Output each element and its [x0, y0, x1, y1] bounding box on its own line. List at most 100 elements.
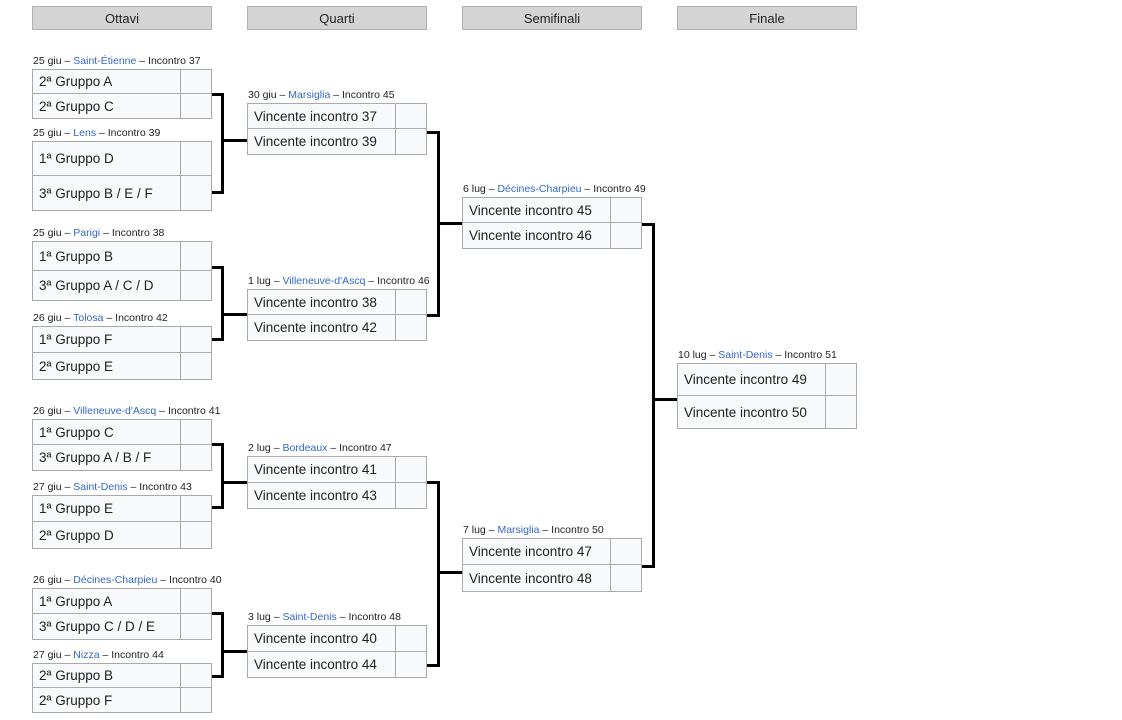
team-name: 2ª Gruppo F	[33, 688, 181, 712]
match-date: 3 lug	[248, 611, 271, 623]
match-box: 1ª Gruppo C 3ª Gruppo A / B / F	[32, 419, 212, 471]
match-42[interactable]: 26 giu – Tolosa – Incontro 42 1ª Gruppo …	[32, 312, 212, 380]
connector-horizontal	[209, 675, 224, 678]
match-number: Incontro 39	[107, 127, 161, 139]
team-name: 3ª Gruppo B / E / F	[33, 176, 181, 210]
team-score	[181, 664, 211, 687]
team-name: 1ª Gruppo A	[33, 589, 181, 613]
match-venue-link[interactable]: Parigi	[73, 227, 101, 239]
team-name: Vincente incontro 49	[678, 364, 826, 395]
round-header-quarti: Quarti	[247, 6, 427, 30]
team-score	[181, 420, 211, 444]
round-header-label: Semifinali	[523, 10, 581, 26]
connector-horizontal	[424, 481, 440, 484]
team-name: Vincente incontro 42	[248, 315, 396, 340]
round-header-label: Quarti	[319, 10, 355, 26]
team-score	[181, 496, 211, 521]
match-number: Incontro 41	[167, 405, 221, 417]
match-48[interactable]: 3 lug – Saint-Denis – Incontro 48 Vincen…	[247, 611, 427, 678]
label-separator: –	[99, 127, 105, 139]
label-separator: –	[64, 227, 71, 239]
match-venue-link[interactable]: Nizza	[73, 649, 100, 661]
team-score	[396, 626, 426, 651]
team-score	[396, 104, 426, 128]
match-label: 10 lug – Saint-Denis – Incontro 51	[678, 349, 888, 362]
label-separator: –	[64, 649, 71, 661]
match-venue-link[interactable]: Saint-Denis	[73, 481, 128, 493]
match-46[interactable]: 1 lug – Villeneuve-d'Ascq – Incontro 46 …	[247, 275, 430, 341]
match-label: 25 giu – Parigi – Incontro 38	[33, 227, 243, 240]
label-separator: –	[64, 55, 71, 67]
team-name: 2ª Gruppo D	[33, 522, 181, 548]
match-number: Incontro 49	[593, 183, 646, 195]
match-venue-link[interactable]: Saint-Denis	[718, 349, 773, 361]
match-venue-link[interactable]: Saint-Étienne	[73, 55, 137, 67]
team-row: 2ª Gruppo D	[33, 522, 211, 548]
team-row: Vincente incontro 40	[248, 626, 426, 652]
match-38[interactable]: 25 giu – Parigi – Incontro 38 1ª Gruppo …	[32, 227, 212, 301]
match-47[interactable]: 2 lug – Bordeaux – Incontro 47 Vincente …	[247, 442, 427, 509]
label-separator: –	[333, 89, 340, 101]
team-row: 1ª Gruppo B	[33, 242, 211, 271]
match-venue-link[interactable]: Décines-Charpieu	[497, 183, 582, 195]
label-separator: –	[273, 275, 280, 287]
match-50[interactable]: 7 lug – Marsiglia – Incontro 50 Vincente…	[462, 524, 642, 592]
team-name: 1ª Gruppo F	[33, 327, 181, 352]
team-name: Vincente incontro 39	[248, 129, 396, 154]
match-label: 25 giu – Lens – Incontro 39	[33, 127, 243, 140]
team-score	[181, 445, 211, 470]
connector-vertical	[221, 612, 224, 678]
match-40[interactable]: 26 giu – Décines-Charpieu – Incontro 40 …	[32, 574, 222, 640]
team-score	[826, 396, 856, 428]
match-44[interactable]: 27 giu – Nizza – Incontro 44 2ª Gruppo B…	[32, 649, 212, 713]
label-separator: –	[64, 574, 71, 586]
label-separator: –	[102, 649, 109, 661]
match-39[interactable]: 25 giu – Lens – Incontro 39 1ª Gruppo D …	[32, 127, 212, 211]
match-venue-link[interactable]: Villeneuve-d'Ascq	[282, 275, 366, 287]
match-37[interactable]: 25 giu – Saint-Étienne – Incontro 37 2ª …	[32, 55, 212, 119]
label-separator: –	[64, 405, 71, 417]
match-venue-link[interactable]: Villeneuve-d'Ascq	[73, 405, 157, 417]
team-name: 2ª Gruppo A	[33, 70, 181, 93]
team-name: 3ª Gruppo A / B / F	[33, 445, 181, 470]
match-45[interactable]: 30 giu – Marsiglia – Incontro 45 Vincent…	[247, 89, 427, 155]
match-box: Vincente incontro 47 Vincente incontro 4…	[462, 538, 642, 592]
team-score	[181, 94, 211, 118]
match-label: 2 lug – Bordeaux – Incontro 47	[248, 442, 458, 455]
team-name: 1ª Gruppo D	[33, 142, 181, 175]
match-number: Incontro 43	[139, 481, 192, 493]
match-box: 1ª Gruppo F 2ª Gruppo E	[32, 326, 212, 380]
match-43[interactable]: 27 giu – Saint-Denis – Incontro 43 1ª Gr…	[32, 481, 212, 549]
match-box: 1ª Gruppo A 3ª Gruppo C / D / E	[32, 588, 212, 640]
connector-horizontal	[209, 338, 224, 341]
match-box: Vincente incontro 37 Vincente incontro 3…	[247, 103, 427, 155]
match-venue-link[interactable]: Bordeaux	[282, 442, 328, 454]
match-venue-link[interactable]: Décines-Charpieu	[73, 574, 158, 586]
team-name: 1ª Gruppo E	[33, 496, 181, 521]
team-score	[181, 271, 211, 300]
match-venue-link[interactable]: Marsiglia	[288, 89, 331, 101]
match-date: 25 giu	[33, 127, 62, 139]
match-49[interactable]: 6 lug – Décines-Charpieu – Incontro 49 V…	[462, 183, 646, 249]
match-venue-link[interactable]: Tolosa	[73, 312, 104, 324]
match-date: 27 giu	[33, 649, 62, 661]
team-score	[181, 70, 211, 93]
team-score	[611, 565, 641, 591]
match-41[interactable]: 26 giu – Villeneuve-d'Ascq – Incontro 41…	[32, 405, 220, 471]
team-name: 2ª Gruppo C	[33, 94, 181, 118]
label-separator: –	[273, 442, 280, 454]
team-name: 2ª Gruppo E	[33, 353, 181, 379]
connector-horizontal	[437, 222, 464, 225]
match-box: 2ª Gruppo B 2ª Gruppo F	[32, 663, 212, 713]
connector-horizontal	[221, 650, 249, 653]
team-score	[181, 614, 211, 639]
match-venue-link[interactable]: Marsiglia	[497, 524, 540, 536]
label-separator: –	[64, 312, 71, 324]
team-row: 1ª Gruppo D	[33, 142, 211, 176]
match-venue-link[interactable]: Lens	[73, 127, 97, 139]
match-venue-link[interactable]: Saint-Denis	[282, 611, 337, 623]
match-51[interactable]: 10 lug – Saint-Denis – Incontro 51 Vince…	[677, 349, 857, 429]
match-box: Vincente incontro 40 Vincente incontro 4…	[247, 625, 427, 678]
team-row: 3ª Gruppo A / C / D	[33, 271, 211, 300]
connector-vertical	[221, 443, 224, 509]
